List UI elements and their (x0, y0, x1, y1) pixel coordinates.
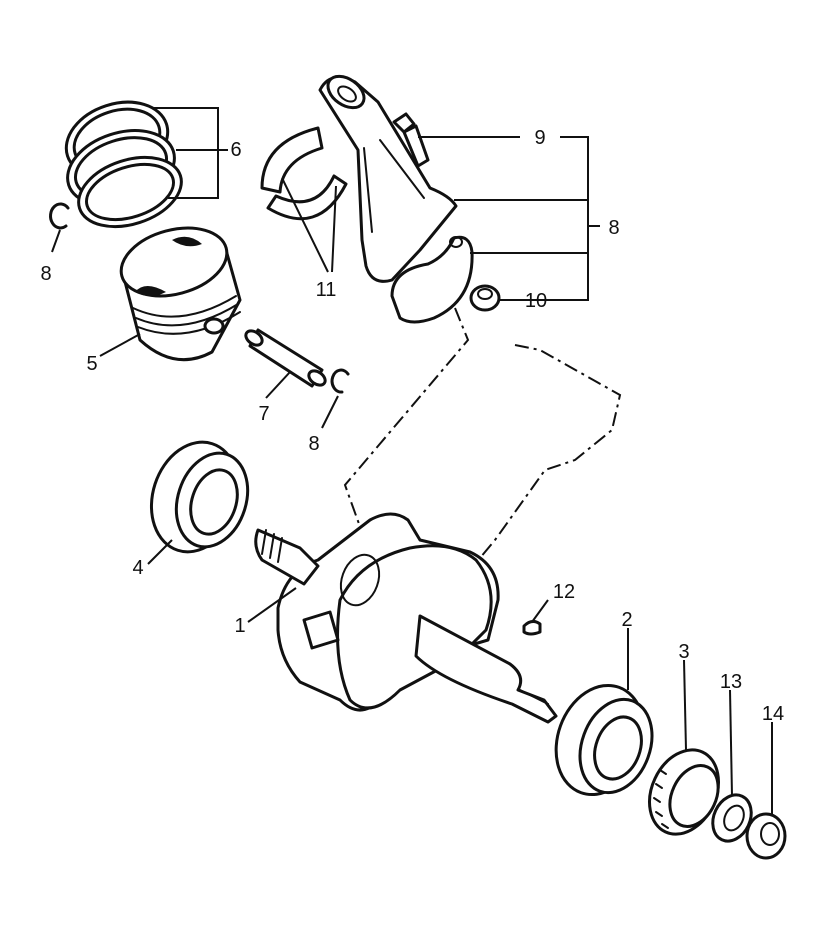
center-lines (343, 307, 622, 571)
label-7: 7 (258, 403, 269, 425)
label-15: 14 (762, 703, 784, 725)
crankshaft (254, 512, 558, 724)
label-14: 13 (720, 671, 742, 693)
piston-rings (64, 100, 183, 229)
label-8-upper: 8 (40, 263, 51, 285)
rod-nut (469, 284, 501, 312)
callout-labels: 6 8 5 7 8 11 9 8 10 4 1 12 2 3 13 14 (40, 127, 784, 725)
label-10: 9 (534, 127, 545, 149)
piston-pin (244, 328, 327, 388)
leader-lines (51, 107, 773, 816)
woodruff-key (522, 619, 542, 636)
label-9: 8 (608, 217, 619, 239)
label-4: 4 (132, 557, 143, 579)
crank-nut (745, 812, 787, 860)
bearing-left (149, 440, 250, 554)
label-8-lower: 8 (308, 433, 319, 455)
bearing-right (554, 683, 654, 797)
label-2: 2 (621, 609, 632, 631)
label-11: 10 (525, 290, 547, 312)
circlip-lower (330, 368, 350, 394)
piston (119, 226, 242, 362)
label-1: 1 (234, 615, 245, 637)
rod-bolt (392, 112, 430, 168)
label-5: 5 (86, 353, 97, 375)
connecting-rod (318, 74, 474, 324)
label-12: 11 (316, 279, 337, 301)
conrod-centerline (343, 307, 470, 561)
label-13: 12 (553, 581, 575, 603)
roller-bearing (648, 748, 720, 836)
bearing-shells (260, 126, 348, 221)
conrod-ghost-outline (469, 344, 622, 571)
circlip-upper (49, 202, 70, 230)
label-3: 3 (678, 641, 689, 663)
label-6: 6 (230, 139, 241, 161)
